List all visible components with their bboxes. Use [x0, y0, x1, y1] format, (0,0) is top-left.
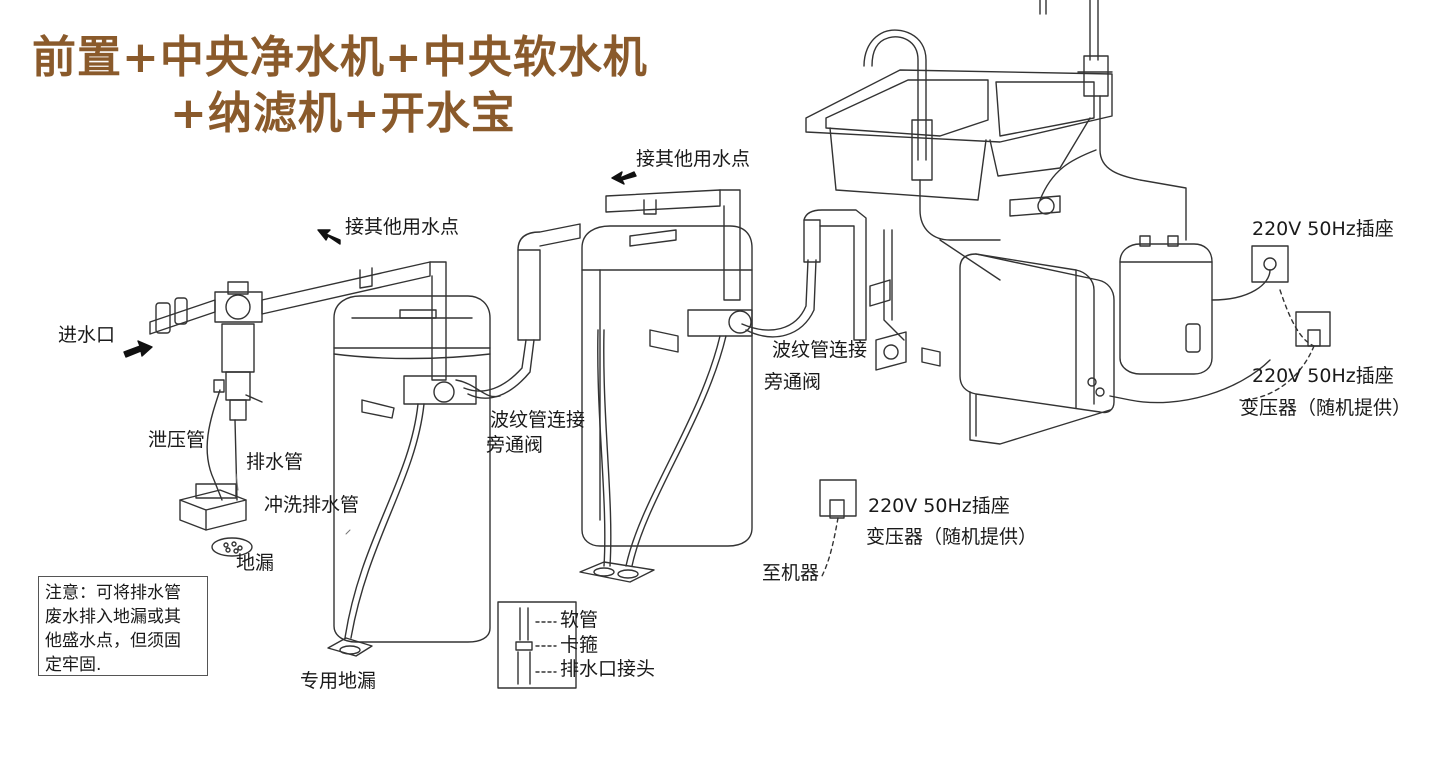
label-floor-drain: 地漏	[236, 552, 275, 574]
label-hose: 软管	[560, 609, 599, 631]
note-line-3: 他盛水点，但须固	[45, 631, 181, 651]
label-transformer-3: 变压器（随机提供）	[866, 526, 1038, 548]
label-drain-joint: 排水口接头	[560, 658, 656, 680]
label-drain-pipe: 排水管	[246, 451, 304, 473]
label-bellows-2: 波纹管连接	[772, 339, 868, 361]
flow-arrows	[123, 171, 637, 358]
bellows-pipe-1	[463, 223, 581, 399]
note-box: 注意：可将排水管 废水排入地漏或其 他盛水点，但须固 定牢固.	[38, 576, 208, 676]
nanofiltration-machine	[959, 253, 1271, 445]
title-line-2: +纳滤机+开水宝	[170, 88, 516, 139]
sink	[805, 0, 1187, 371]
sockets	[819, 245, 1331, 577]
label-to-machine: 至机器	[762, 562, 820, 584]
hose-legend	[497, 601, 577, 689]
label-other-point-2: 接其他用水点	[636, 148, 751, 170]
label-socket-2: 220V 50Hz插座	[1252, 365, 1394, 387]
label-dedicated-drain: 专用地漏	[300, 670, 377, 692]
label-transformer-2: 变压器（随机提供）	[1240, 397, 1412, 419]
label-clamp: 卡箍	[560, 634, 599, 656]
label-bellows-1: 波纹管连接	[490, 409, 586, 431]
note-line-1: 注意：可将排水管	[45, 583, 181, 603]
label-socket-1: 220V 50Hz插座	[1252, 218, 1394, 240]
title-line-1: 前置+中央净水机+中央软水机	[32, 32, 648, 83]
label-other-point-1: 接其他用水点	[345, 216, 460, 238]
label-relief-pipe: 泄压管	[148, 429, 206, 451]
pre-filter	[149, 261, 447, 557]
central-purifier	[327, 295, 501, 657]
note-line-4: 定牢固.	[45, 655, 102, 675]
leader-lines	[235, 473, 351, 535]
label-bypass-1: 旁通阀	[486, 434, 544, 456]
note-line-2: 废水排入地漏或其	[45, 607, 181, 627]
bellows-pipe-2	[741, 209, 867, 341]
central-softener	[579, 189, 753, 583]
label-bypass-2: 旁通阀	[764, 371, 822, 393]
label-socket-3: 220V 50Hz插座	[868, 495, 1010, 517]
label-flush-drain-pipe: 冲洗排水管	[264, 494, 360, 516]
boiling-water-unit	[1119, 235, 1271, 375]
label-inlet: 进水口	[58, 324, 116, 346]
